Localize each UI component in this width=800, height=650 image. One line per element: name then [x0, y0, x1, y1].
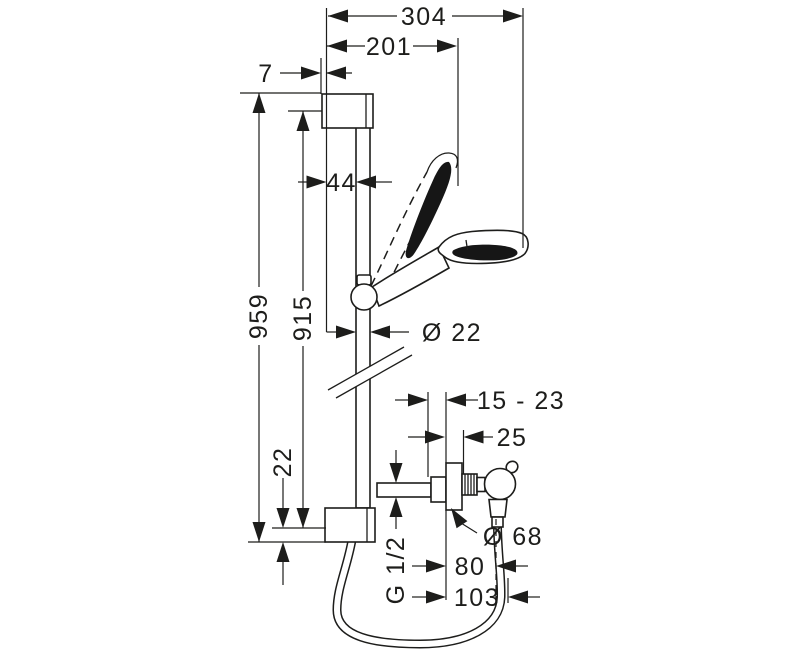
dim-arrow — [301, 66, 321, 80]
dim-arrow — [496, 559, 516, 573]
dim-wall-adjust-range-label: 15 - 23 — [477, 387, 565, 415]
dim-outlet-projection-label: 80 — [455, 553, 486, 581]
dimension-915: 915 — [289, 111, 317, 528]
dim-arrow — [508, 590, 528, 604]
hose-nipple — [491, 516, 504, 528]
dim-arrow — [296, 111, 310, 131]
alt-handle-dashed-line — [370, 171, 428, 287]
dim-arrow — [389, 497, 403, 517]
dimension-15-23: 15 - 23 — [395, 387, 565, 415]
slider-knob — [350, 283, 378, 311]
dim-arrow — [425, 430, 445, 444]
dim-arrow — [408, 393, 428, 407]
wall-brackets — [321, 93, 376, 543]
hand-shower-handle — [371, 245, 451, 308]
leader-line — [460, 522, 478, 534]
dimension-22: 22 — [269, 447, 297, 585]
alt-spray-face — [405, 161, 452, 259]
dim-connection-thread-label: G 1/2 — [382, 536, 410, 605]
wall-flange — [430, 476, 447, 503]
dim-rail-offset-label: 44 — [326, 169, 357, 197]
dimension-7: 7 — [258, 60, 352, 88]
dim-arrow — [327, 39, 347, 53]
outlet-body — [488, 498, 508, 518]
hose-inner — [333, 526, 505, 648]
dimension-201: 201 — [327, 33, 457, 61]
dim-valve-projection-label: 25 — [497, 424, 528, 452]
dim-arrow — [426, 559, 446, 573]
dim-arrow — [503, 9, 523, 23]
dim-bottom-clearance-label: 22 — [269, 447, 297, 478]
dimension-959: 959 — [245, 93, 273, 542]
dim-arrow — [276, 542, 290, 562]
rail-break-line — [327, 346, 405, 391]
dimension-304: 304 — [328, 3, 523, 31]
dim-arrow — [437, 39, 457, 53]
dim-arrow — [296, 508, 310, 528]
escutcheon-plate — [445, 462, 463, 511]
dimension-escutcheon: Ø 68 — [451, 508, 543, 551]
supply-pipe — [376, 482, 432, 498]
spray-face — [452, 244, 518, 261]
dimension-103: 103 — [412, 584, 540, 612]
dim-arrow — [326, 66, 346, 80]
shower-rail — [327, 125, 413, 509]
valve-body — [461, 473, 478, 496]
dim-arrow — [426, 590, 446, 604]
dim-bracket-offset-label: 7 — [258, 60, 273, 88]
extension-lines — [240, 8, 524, 603]
slider-holder — [350, 274, 378, 311]
dim-arrow — [252, 93, 266, 113]
dim-rail-diameter-label: Ø 22 — [422, 319, 482, 347]
dim-head-projection-label: 201 — [366, 33, 412, 61]
dimension-thread: G 1/2 — [382, 450, 410, 604]
dim-escutcheon-diameter-label: Ø 68 — [483, 523, 543, 551]
dim-arrow — [356, 175, 376, 189]
dim-total-width-label: 304 — [401, 3, 447, 31]
dimension-25: 25 — [408, 424, 528, 452]
head-button-mark — [465, 239, 469, 251]
dimension-80: 80 — [412, 553, 528, 581]
dimension-44: 44 — [298, 169, 392, 197]
dim-arrow — [336, 325, 356, 339]
dim-arrow — [389, 463, 403, 483]
top-wall-bracket — [321, 93, 374, 129]
leader-arrow — [451, 508, 468, 529]
hand-shower — [371, 229, 529, 308]
dim-arrow — [306, 175, 327, 189]
shower-hose — [332, 526, 506, 649]
dim-arrow — [276, 508, 290, 528]
dim-arrow — [446, 393, 466, 407]
dim-arrow — [328, 9, 348, 23]
rail-break-line — [335, 354, 413, 399]
rail-break-mask — [330, 346, 410, 399]
dim-arrow — [252, 522, 266, 542]
thermostatic-valve — [376, 460, 519, 528]
dim-handle-projection-label: 103 — [454, 584, 500, 612]
dim-bar-height-label: 915 — [289, 295, 317, 341]
valve-handle — [483, 467, 517, 501]
dimension-rail-diameter: Ø 22 — [326, 319, 482, 347]
dim-arrow — [463, 430, 484, 444]
dim-arrow — [370, 325, 390, 339]
dim-overall-height-label: 959 — [245, 293, 273, 339]
